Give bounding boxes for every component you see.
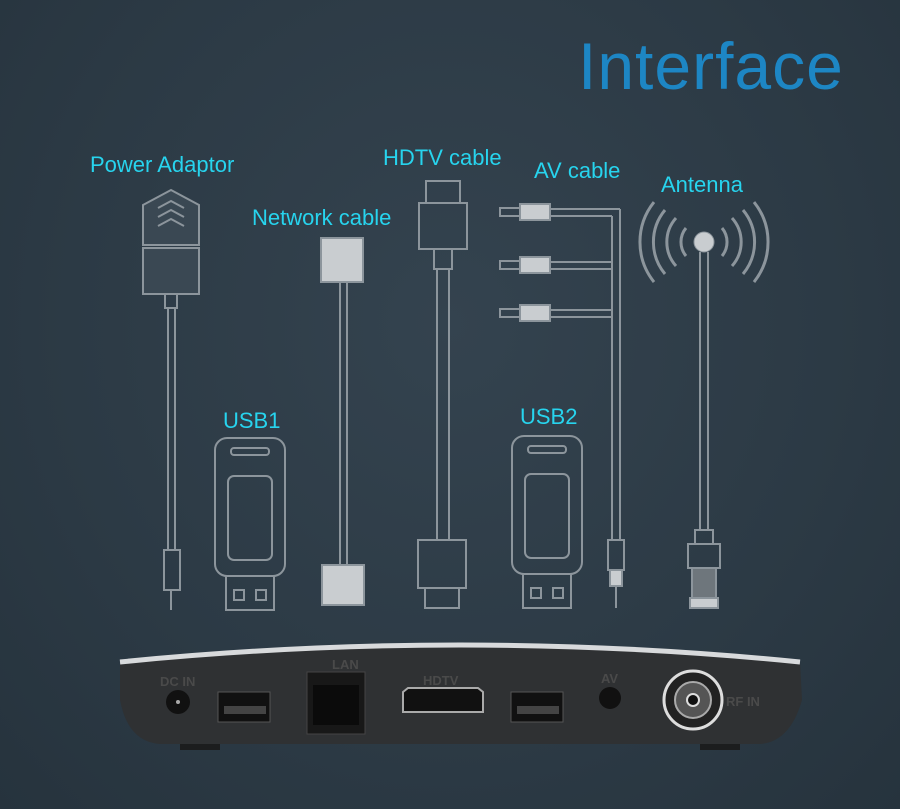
power-adaptor-icon <box>142 188 200 610</box>
label-antenna: Antenna <box>661 172 743 197</box>
label-usb1: USB1 <box>223 408 281 433</box>
antenna-icon <box>638 201 770 609</box>
port-label-hdtv: HDTV <box>423 673 459 688</box>
port-label-dc-in: DC IN <box>160 674 196 689</box>
av-port <box>599 687 621 709</box>
hdtv-port <box>402 687 484 713</box>
page-title: Interface <box>578 29 844 103</box>
network-cable-icon <box>320 237 365 606</box>
label-power-adaptor: Power Adaptor <box>90 152 235 177</box>
label-av-cable: AV cable <box>534 158 621 183</box>
usb2-icon <box>511 435 583 609</box>
label-hdtv-cable: HDTV cable <box>383 145 502 170</box>
port-label-av: AV <box>601 671 619 686</box>
tv-box-device <box>119 642 802 750</box>
label-usb2: USB2 <box>520 404 578 429</box>
port-label-lan: LAN <box>332 657 359 672</box>
usb1-icon <box>214 437 286 611</box>
hdtv-cable-icon <box>417 180 468 609</box>
port-label-rf-in: RF IN <box>726 694 760 709</box>
label-network-cable: Network cable <box>252 205 392 230</box>
av-cable-icon <box>499 203 625 608</box>
